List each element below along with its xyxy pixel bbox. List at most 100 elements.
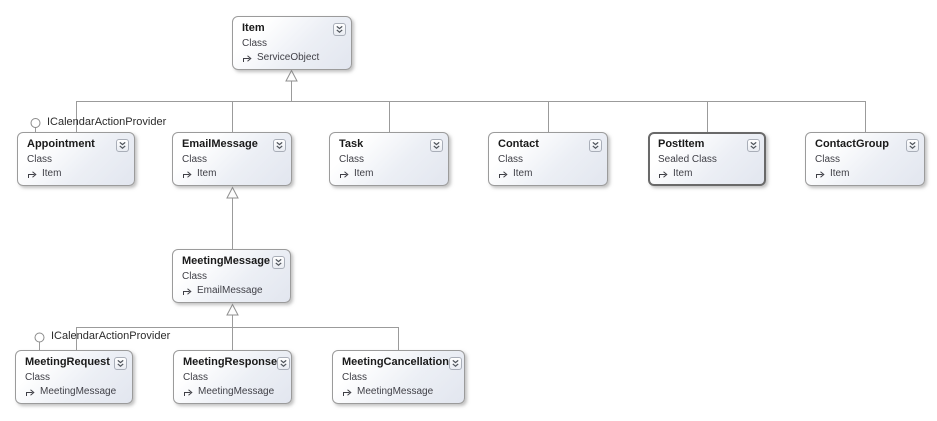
lollipop-interface-icon <box>34 332 45 343</box>
class-kind: Class <box>27 154 53 165</box>
node-header: Task <box>339 138 443 152</box>
node-header: MeetingCancellation <box>342 356 462 370</box>
class-title: PostItem <box>658 138 705 150</box>
class-title: Contact <box>498 138 539 150</box>
class-kind: Class <box>815 154 841 165</box>
node-header: EmailMessage <box>182 138 286 152</box>
class-node-contact[interactable]: Contact Class Item <box>488 132 608 186</box>
chevron-double-down-icon <box>276 141 283 150</box>
class-base: Item <box>182 168 286 180</box>
inheritance-triangle-icon <box>285 69 298 82</box>
inheritance-triangle-icon <box>226 186 239 199</box>
base-class-name: MeetingMessage <box>357 386 434 397</box>
class-kind: Class <box>498 154 524 165</box>
class-kind: Class <box>182 271 208 282</box>
class-title: MeetingMessage <box>182 255 271 267</box>
inherits-arrow-icon <box>26 388 35 396</box>
base-class-name: Item <box>354 168 374 179</box>
chevron-double-down-icon <box>452 359 459 368</box>
class-base: MeetingMessage <box>183 386 286 398</box>
expand-button[interactable] <box>906 139 919 152</box>
base-class-name: Item <box>42 168 62 179</box>
chevron-double-down-icon <box>433 141 440 150</box>
node-header: MeetingMessage <box>182 255 285 269</box>
class-base: Item <box>815 168 919 180</box>
inherits-arrow-icon <box>184 388 193 396</box>
expand-button[interactable] <box>333 23 346 36</box>
class-base: MeetingMessage <box>25 386 127 398</box>
class-node-appointment[interactable]: Appointment Class Item <box>17 132 135 186</box>
class-title: MeetingCancellation <box>342 356 449 368</box>
inherits-arrow-icon <box>28 170 37 178</box>
base-class-name: Item <box>197 168 217 179</box>
chevron-double-down-icon <box>280 359 287 368</box>
class-node-contactgroup[interactable]: ContactGroup Class Item <box>805 132 925 186</box>
class-kind: Class <box>242 38 268 49</box>
inherits-arrow-icon <box>499 170 508 178</box>
node-header: Appointment <box>27 138 129 152</box>
node-header: Item <box>242 22 346 36</box>
chevron-double-down-icon <box>119 141 126 150</box>
class-base: MeetingMessage <box>342 386 459 398</box>
class-title: ContactGroup <box>815 138 889 150</box>
base-class-name: ServiceObject <box>257 52 320 63</box>
base-class-name: EmailMessage <box>197 285 263 296</box>
inherits-arrow-icon <box>183 170 192 178</box>
inherits-arrow-icon <box>243 54 252 62</box>
class-title: MeetingResponse <box>183 356 278 368</box>
class-node-task[interactable]: Task Class Item <box>329 132 449 186</box>
class-node-meetingcancellation[interactable]: MeetingCancellation Class MeetingMessage <box>332 350 465 404</box>
class-kind: Class <box>342 372 368 383</box>
class-base: Item <box>339 168 443 180</box>
chevron-double-down-icon <box>592 141 599 150</box>
expand-button[interactable] <box>448 357 462 370</box>
node-header: Contact <box>498 138 602 152</box>
class-title: MeetingRequest <box>25 356 110 368</box>
class-node-item[interactable]: Item Class ServiceObject <box>232 16 352 70</box>
chevron-double-down-icon <box>275 258 282 267</box>
node-header: ContactGroup <box>815 138 919 152</box>
expand-button[interactable] <box>430 139 443 152</box>
expand-button[interactable] <box>589 139 602 152</box>
lollipop-interface-icon <box>30 118 41 128</box>
base-class-name: MeetingMessage <box>198 386 275 397</box>
chevron-double-down-icon <box>909 141 916 150</box>
expand-button[interactable] <box>116 139 129 152</box>
class-node-postitem[interactable]: PostItem Sealed Class Item <box>648 132 766 186</box>
inherits-arrow-icon <box>816 170 825 178</box>
class-kind: Sealed Class <box>658 154 717 165</box>
base-class-name: Item <box>673 168 693 179</box>
expand-button[interactable] <box>272 256 285 269</box>
inherits-arrow-icon <box>343 388 352 396</box>
class-kind: Class <box>183 372 209 383</box>
class-node-emailmessage[interactable]: EmailMessage Class Item <box>172 132 292 186</box>
node-header: PostItem <box>658 138 760 152</box>
class-node-meetingresponse[interactable]: MeetingResponse Class MeetingMessage <box>173 350 292 404</box>
inheritance-triangle-icon <box>226 303 239 316</box>
class-node-meetingrequest[interactable]: MeetingRequest Class MeetingMessage <box>15 350 133 404</box>
class-kind: Class <box>182 154 208 165</box>
class-title: Task <box>339 138 364 150</box>
chevron-double-down-icon <box>117 359 124 368</box>
class-base: EmailMessage <box>182 285 285 297</box>
expand-button[interactable] <box>747 139 760 152</box>
class-node-meetingmessage[interactable]: MeetingMessage Class EmailMessage <box>172 249 291 303</box>
interface-label-icalendaractionprovider: ICalendarActionProvider <box>51 330 171 342</box>
class-kind: Class <box>25 372 51 383</box>
base-class-name: Item <box>830 168 850 179</box>
class-title: EmailMessage <box>182 138 258 150</box>
inherits-arrow-icon <box>659 170 668 178</box>
expand-button[interactable] <box>273 139 286 152</box>
node-header: MeetingRequest <box>25 356 127 370</box>
chevron-double-down-icon <box>750 141 757 150</box>
inherits-arrow-icon <box>340 170 349 178</box>
expand-button[interactable] <box>114 357 127 370</box>
base-class-name: Item <box>513 168 533 179</box>
class-base: Item <box>658 168 760 180</box>
expand-button[interactable] <box>277 357 291 370</box>
class-kind: Class <box>339 154 365 165</box>
inherits-arrow-icon <box>183 287 192 295</box>
node-header: MeetingResponse <box>183 356 291 370</box>
